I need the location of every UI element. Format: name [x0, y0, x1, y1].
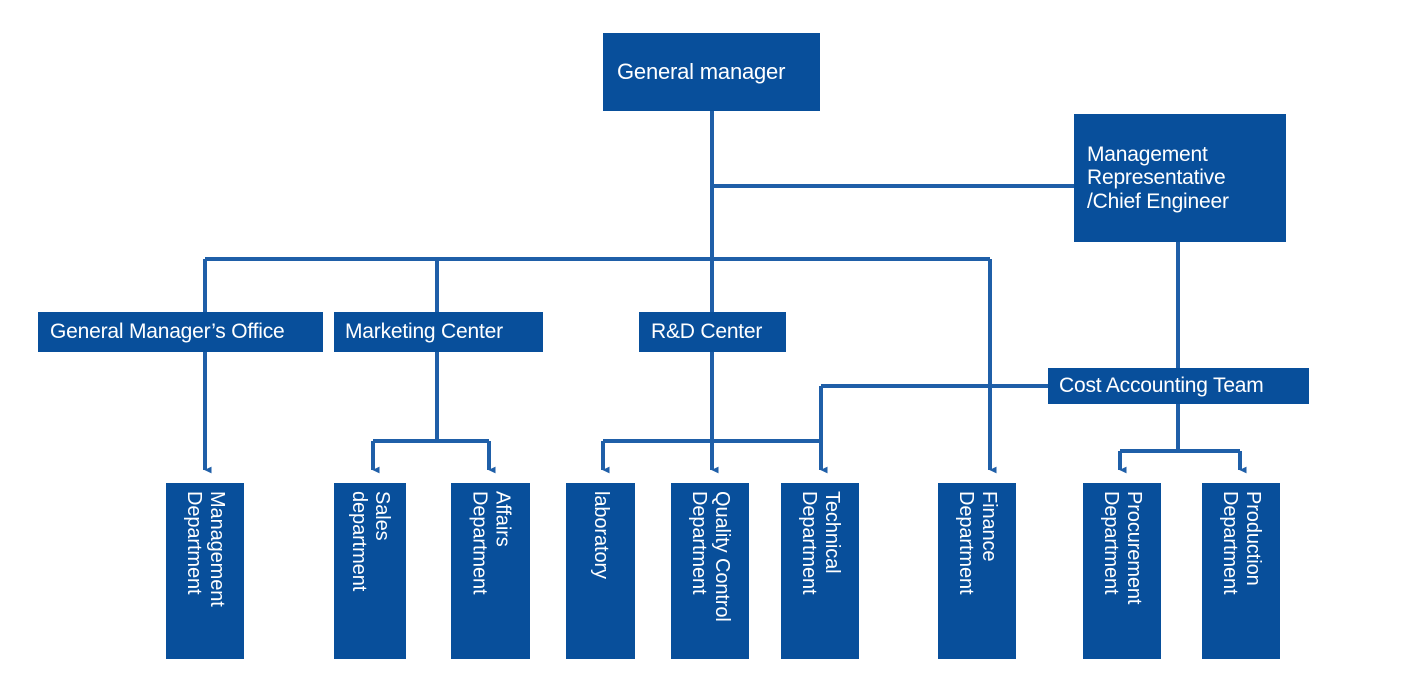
- node-procurement-department[interactable]: Procurement Department: [1083, 483, 1161, 659]
- node-marketing-center-label: Marketing Center: [345, 320, 503, 344]
- node-production-department[interactable]: Production Department: [1202, 483, 1280, 659]
- node-management-department-label: Management Department: [183, 491, 228, 607]
- node-technical-department[interactable]: Technical Department: [781, 483, 859, 659]
- node-quality-control-department-label: Quality Control Department: [688, 491, 733, 622]
- node-sales-department-label: Sales department: [348, 491, 393, 592]
- node-cost-accounting-team-label: Cost Accounting Team: [1059, 374, 1264, 398]
- node-finance-department[interactable]: Finance Department: [938, 483, 1016, 659]
- node-marketing-center[interactable]: Marketing Center: [334, 312, 543, 352]
- node-laboratory-label: laboratory: [590, 491, 612, 579]
- node-sales-department[interactable]: Sales department: [334, 483, 406, 659]
- node-general-managers-office[interactable]: General Manager’s Office: [38, 312, 323, 352]
- node-laboratory[interactable]: laboratory: [566, 483, 635, 659]
- node-general-managers-office-label: General Manager’s Office: [50, 320, 285, 344]
- node-management-department[interactable]: Management Department: [166, 483, 244, 659]
- node-finance-department-label: Finance Department: [955, 491, 1000, 595]
- node-rd-center[interactable]: R&D Center: [639, 312, 786, 352]
- node-cost-accounting-team[interactable]: Cost Accounting Team: [1048, 368, 1309, 404]
- node-quality-control-department[interactable]: Quality Control Department: [671, 483, 749, 659]
- node-affairs-department[interactable]: Affairs Department: [451, 483, 530, 659]
- node-rd-center-label: R&D Center: [651, 320, 763, 344]
- node-general-manager[interactable]: General manager: [603, 33, 820, 111]
- node-management-representative[interactable]: Management Representative /Chief Enginee…: [1074, 114, 1286, 242]
- node-technical-department-label: Technical Department: [798, 491, 843, 595]
- node-affairs-department-label: Affairs Department: [468, 491, 514, 595]
- node-procurement-department-label: Procurement Department: [1100, 491, 1145, 605]
- node-production-department-label: Production Department: [1219, 491, 1264, 595]
- node-general-manager-label: General manager: [617, 58, 786, 84]
- node-management-representative-label: Management Representative /Chief Enginee…: [1087, 142, 1229, 213]
